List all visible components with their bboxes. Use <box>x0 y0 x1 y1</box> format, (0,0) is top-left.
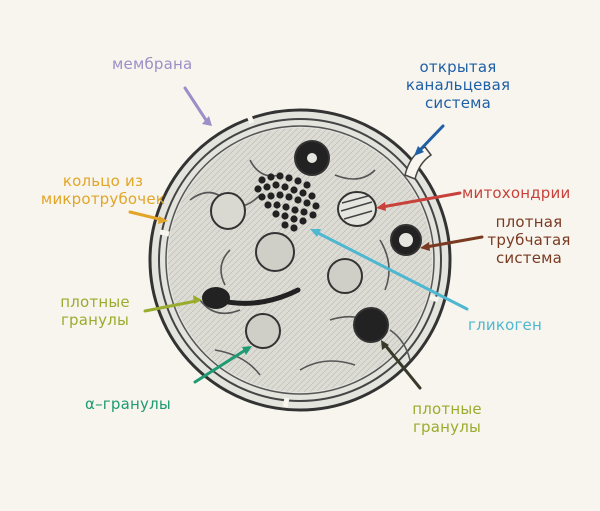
alpha-granules <box>210 192 363 349</box>
label-dense-granules-right: плотные гранулы <box>412 400 482 436</box>
dense-granule-left <box>202 287 301 309</box>
open-canal-opening <box>404 146 433 181</box>
label-membrane: мембрана <box>112 55 193 73</box>
dense-granule-top <box>294 140 330 176</box>
label-open-canal-system: открытая канальцевая система <box>405 58 511 112</box>
arrows <box>128 86 484 390</box>
label-glycogen: гликоген <box>468 316 542 334</box>
label-dense-granules-left: плотные гранулы <box>60 293 130 329</box>
label-microtubule-ring: кольцо из микротрубочек <box>40 172 166 208</box>
glycogen-cluster <box>254 172 320 232</box>
label-mitochondria: митохондрии <box>462 184 571 202</box>
dense-granule-bottom <box>353 307 389 343</box>
dense-tubular-element <box>390 224 422 256</box>
label-dense-tubular-system: плотная трубчатая система <box>487 213 571 267</box>
label-alpha-granules: α–гранулы <box>85 395 171 413</box>
membrane-gaps <box>159 112 439 408</box>
mitochondrion <box>337 191 377 227</box>
